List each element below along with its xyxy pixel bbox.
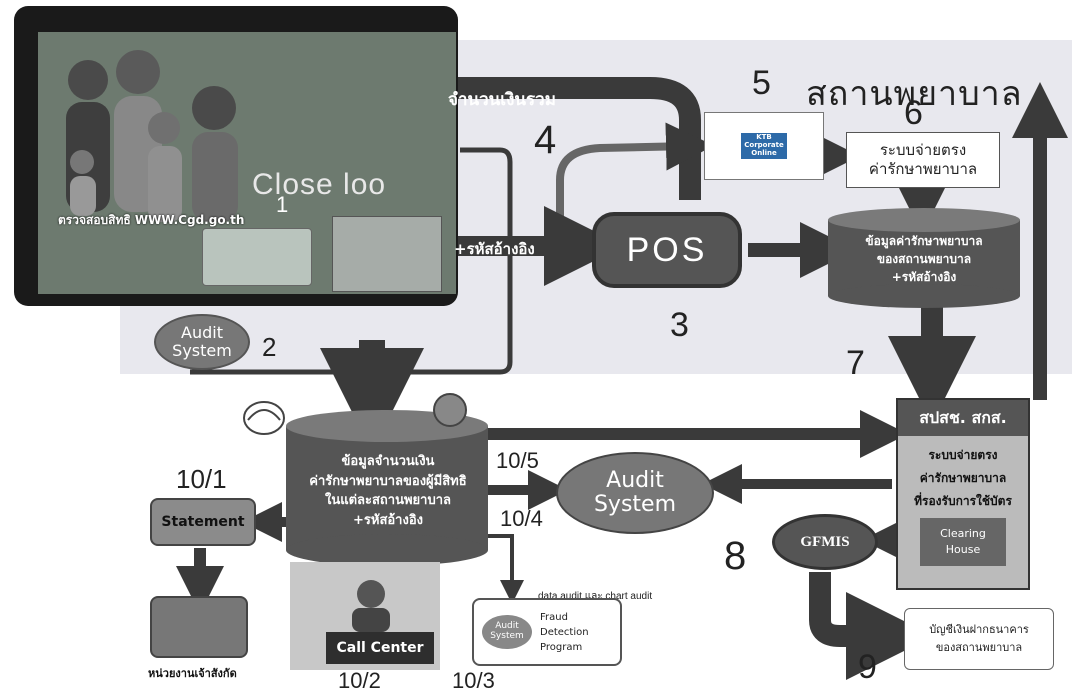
pos-box: POS: [592, 212, 742, 288]
sps-title: สปสช. สกส.: [898, 400, 1028, 436]
hospital-db-line3: +รหัสอ้างอิง: [891, 270, 957, 284]
step-number-1: 1: [276, 192, 289, 217]
audit-big-line1: Audit: [606, 467, 664, 493]
call-center-agent-icon: [352, 580, 390, 632]
step-number-5: 5: [752, 64, 771, 102]
fraud-audit-line2: System: [490, 631, 524, 641]
central-db-line2: ค่ารักษาพยาบาลของผู้มีสิทธิ: [309, 473, 467, 489]
fraud-text: Fraud Detection Program: [540, 610, 589, 655]
step-number-3: 3: [670, 306, 689, 344]
gfmis-logo: GFMIS: [772, 514, 878, 570]
arrow-to-ktb: [556, 122, 714, 230]
ktb-logo-line2: Online: [751, 148, 777, 157]
close-loop-outline: [190, 147, 513, 375]
call-center-label: Call Center: [326, 632, 434, 664]
audit-system-big: Audit System: [556, 452, 714, 534]
department-emblem-icon: [433, 393, 467, 427]
step-number-9: 9: [858, 648, 877, 686]
fraud-audit-line1: Audit: [495, 621, 519, 632]
step-number-10-4: 10/4: [500, 506, 543, 531]
step-number-10-1: 10/1: [176, 464, 227, 494]
garuda-emblem-icon: [243, 401, 285, 435]
arrow-gfmis-to-bank: [809, 572, 934, 680]
audit-small-line2: System: [172, 341, 232, 360]
video-caption: ตรวจสอบสิทธิ WWW.Cgd.go.th: [58, 213, 245, 227]
fraud-detection-box: Audit System Fraud Detection Program: [472, 598, 622, 666]
hospital-title: สถานพยาบาล: [806, 74, 1023, 114]
computer-icon: [332, 216, 442, 292]
fraud-line3: Program: [540, 641, 583, 653]
step-number-10-3: 10/3: [452, 668, 495, 693]
data-chart-audit-text: data audit และ chart audit: [538, 591, 653, 602]
bank-account-box: บัญชีเงินฝากธนาคาร ของสถานพยาบาล: [904, 608, 1054, 670]
statement-box: Statement: [150, 498, 256, 546]
bank-line2: ของสถานพยาบาล: [935, 641, 1023, 654]
sps-line2: ค่ารักษาพยาบาล: [919, 470, 1007, 485]
central-database-text: ข้อมูลจำนวนเงิน ค่ารักษาพยาบาลของผู้มีสิ…: [290, 452, 486, 530]
direct-payment-line2: ค่ารักษาพยาบาล: [868, 160, 978, 178]
sps-box: สปสช. สกส. ระบบจ่ายตรง ค่ารักษาพยาบาล ที…: [896, 398, 1030, 590]
id-card-icon: [202, 228, 312, 286]
unit-box: [150, 596, 248, 658]
clearing-house-box: Clearing House: [920, 518, 1006, 567]
audit-small-line1: Audit: [181, 323, 223, 343]
step-number-8: 8: [724, 534, 747, 578]
arrow-central-to-fraud: [486, 534, 524, 604]
direct-payment-box: ระบบจ่ายตรง ค่ารักษาพยาบาล: [846, 132, 1000, 188]
hospital-db-line2: ของสถานพยาบาล: [876, 252, 972, 266]
central-db-line1: ข้อมูลจำนวนเงิน: [341, 454, 435, 469]
clearing-line1: Clearing: [940, 526, 986, 540]
ktb-logo-line1: KTB Corporate: [744, 133, 784, 150]
step-number-6: 6: [904, 94, 923, 132]
fraud-line2: Detection: [540, 626, 589, 638]
central-db-line3: ในแต่ละสถานพยาบาล: [324, 493, 451, 508]
clearing-line2: House: [945, 543, 981, 557]
step-number-10-5: 10/5: [496, 448, 539, 473]
step-number-7: 7: [846, 344, 865, 382]
step-number-10-2: 10/2: [338, 668, 381, 693]
ktb-logo: KTB Corporate Online: [741, 133, 787, 159]
sps-line3: ที่รองรับการใช้บัตร: [914, 493, 1012, 508]
fraud-line1: Fraud: [540, 611, 568, 623]
ktb-corporate-online-box: KTB Corporate Online: [704, 112, 824, 180]
reference-code-label: +รหัสอ้างอิง: [454, 240, 535, 258]
hospital-database-cylinder: [828, 208, 1020, 308]
step-number-4: 4: [534, 118, 557, 162]
fraud-audit-badge: Audit System: [482, 615, 532, 649]
audit-big-line2: System: [593, 492, 677, 517]
bank-line1: บัญชีเงินฝากธนาคาร: [929, 623, 1029, 637]
video-frame[interactable]: ตรวจสอบสิทธิ WWW.Cgd.go.th Close loo 1: [14, 6, 458, 306]
central-db-line4: +รหัสอ้างอิง: [353, 512, 423, 528]
people-illustration: [66, 50, 238, 222]
total-amount-label: จำนวนเงินรวม: [448, 90, 556, 110]
step-number-2: 2: [262, 332, 277, 362]
sps-line1: ระบบจ่ายตรง: [928, 448, 998, 462]
hospital-db-line1: ข้อมูลค่ารักษาพยาบาล: [865, 234, 983, 248]
hospital-database-text: ข้อมูลค่ารักษาพยาบาล ของสถานพยาบาล +รหัส…: [836, 232, 1012, 286]
unit-label: หน่วยงานเจ้าสังกัด: [148, 667, 237, 680]
close-loop-text: Close loo: [252, 168, 387, 201]
sps-body: ระบบจ่ายตรง ค่ารักษาพยาบาล ที่รองรับการใ…: [914, 444, 1012, 512]
audit-system-small: Audit System: [154, 314, 250, 370]
direct-payment-line1: ระบบจ่ายตรง: [879, 140, 967, 159]
